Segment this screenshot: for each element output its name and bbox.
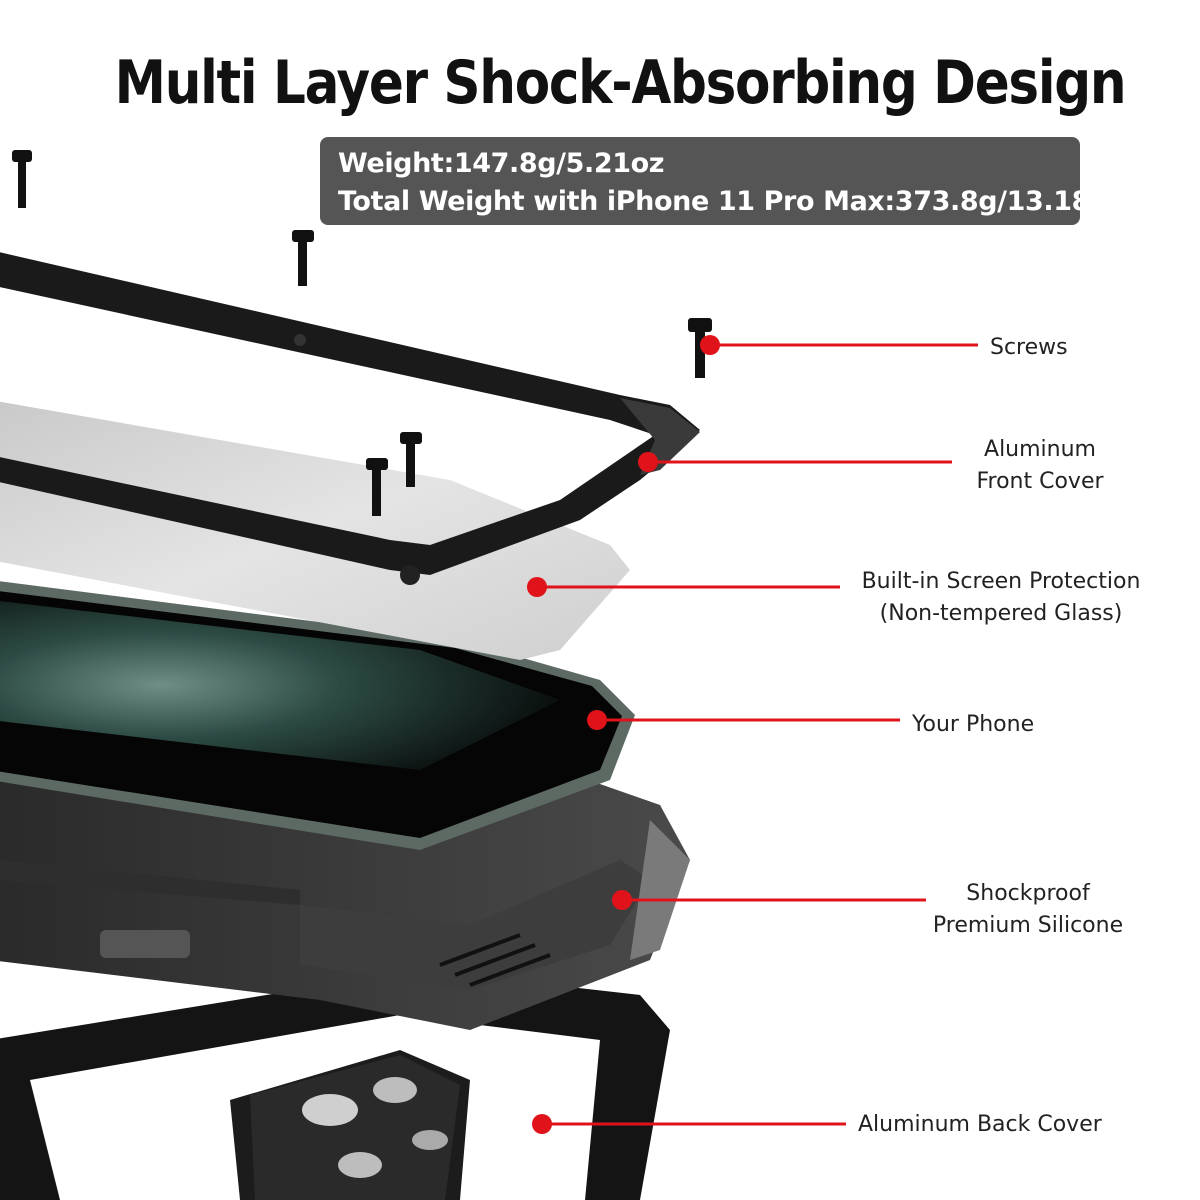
callout-label-screen-protection: Built-in Screen Protection (Non-tempered… xyxy=(861,569,1141,626)
silicone-layer-shape xyxy=(0,760,690,1030)
page-title: Multi Layer Shock-Absorbing Design xyxy=(114,48,1127,118)
callout-label-screws: Screws xyxy=(990,335,1068,360)
callout-label-front-cover: Aluminum Front Cover xyxy=(976,437,1104,494)
callout-label-your-phone: Your Phone xyxy=(912,712,1035,737)
screws-shape xyxy=(12,150,712,516)
callout-label-back-cover: Aluminum Back Cover xyxy=(858,1112,1102,1137)
front-cover-frame-shape xyxy=(0,252,700,585)
callout-lines xyxy=(527,335,978,1134)
weight-info-banner: Weight:147.8g/5.21oz Total Weight with i… xyxy=(320,137,1124,225)
callout-label-silicone: Shockproof Premium Silicone xyxy=(932,881,1124,938)
total-weight-line: Total Weight with iPhone 11 Pro Max:373.… xyxy=(338,186,1124,217)
weight-line: Weight:147.8g/5.21oz xyxy=(338,148,665,179)
back-cover-shape xyxy=(0,970,670,1200)
